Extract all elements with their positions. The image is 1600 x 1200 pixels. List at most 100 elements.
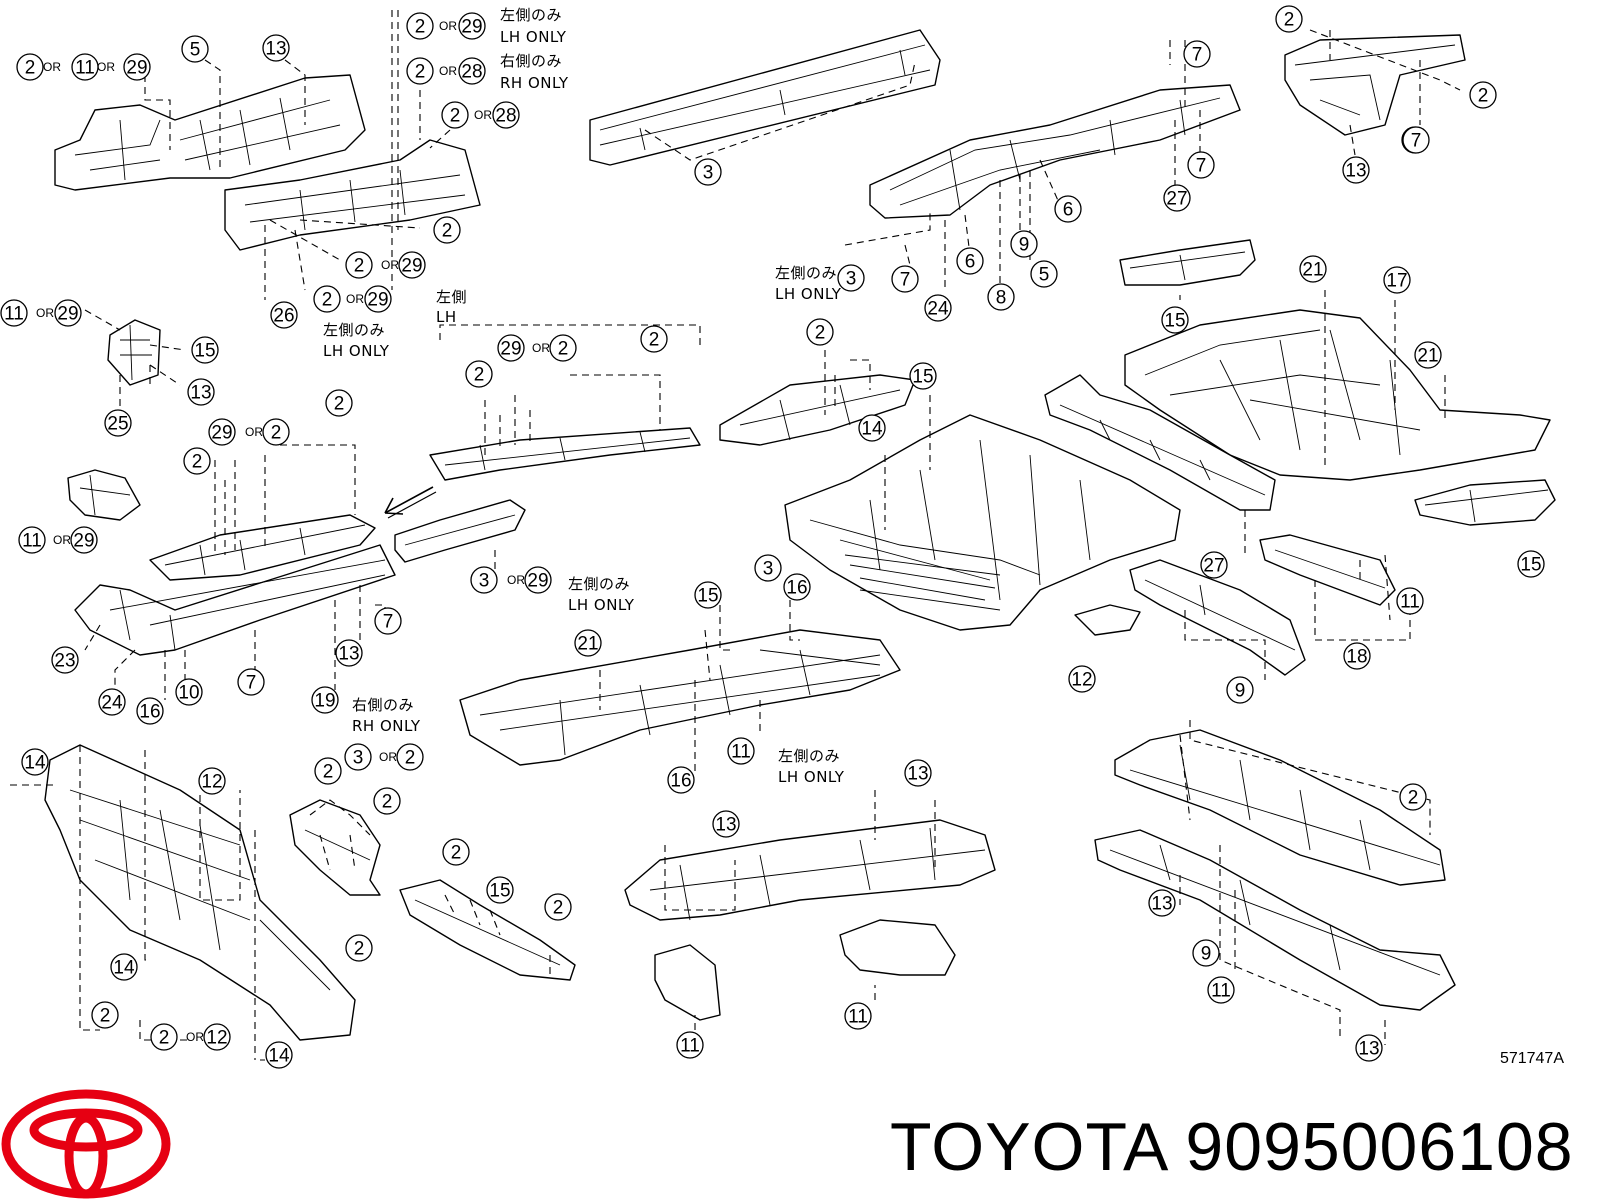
- callout-number: 2: [314, 757, 342, 785]
- or-label: OR: [379, 750, 397, 764]
- or-label: OR: [53, 533, 71, 547]
- callout-number: 24: [924, 294, 952, 322]
- note-lh-only-en: LH ONLY: [778, 768, 845, 786]
- callout-number: 15: [909, 362, 937, 390]
- callout-number: 2: [442, 838, 470, 866]
- svg-text:6: 6: [1063, 200, 1074, 221]
- svg-text:24: 24: [927, 299, 949, 320]
- callout-number: 14: [265, 1041, 293, 1069]
- note-lh-side-jp: 左側: [436, 288, 467, 306]
- callout-number: 13: [712, 810, 740, 838]
- or-label: OR: [97, 60, 115, 74]
- svg-text:11: 11: [1400, 592, 1420, 613]
- callout-number: 2: [325, 389, 353, 417]
- callout-number: 13: [335, 639, 363, 667]
- callout-number: 11: [71, 53, 99, 81]
- svg-text:2: 2: [100, 1006, 111, 1027]
- callout-number: 2: [465, 360, 493, 388]
- callout-number: 2: [91, 1001, 119, 1029]
- callout-number: 7: [891, 265, 919, 293]
- note-lh-only-jp: 左側のみ: [568, 575, 630, 593]
- callout-number: 2: [1399, 783, 1427, 811]
- svg-text:16: 16: [139, 702, 160, 723]
- callout-number: 9: [1010, 230, 1038, 258]
- svg-text:2: 2: [474, 365, 485, 386]
- callout-number: 2: [396, 743, 424, 771]
- callout-number: 11: [676, 1031, 704, 1059]
- svg-text:3: 3: [703, 163, 714, 184]
- svg-text:15: 15: [912, 367, 933, 388]
- callout-number: 6: [956, 247, 984, 275]
- svg-text:11: 11: [1211, 981, 1231, 1002]
- svg-text:11: 11: [4, 304, 24, 325]
- callout-number: 21: [1299, 255, 1327, 283]
- callout-number: 21: [1414, 341, 1442, 369]
- note-lh-only-en: LH ONLY: [775, 285, 842, 303]
- svg-text:5: 5: [1039, 265, 1050, 286]
- svg-text:14: 14: [113, 958, 135, 979]
- callout-number: 6: [1054, 195, 1082, 223]
- svg-text:3: 3: [846, 269, 857, 290]
- callout-number: 29: [524, 566, 552, 594]
- callout-number: 7: [1402, 126, 1430, 154]
- svg-text:2: 2: [322, 290, 333, 311]
- svg-text:2: 2: [354, 256, 365, 277]
- svg-text:7: 7: [1192, 45, 1203, 66]
- callout-number: 13: [187, 378, 215, 406]
- callout-number: 2: [549, 334, 577, 362]
- callout-number: 28: [458, 57, 486, 85]
- svg-text:13: 13: [190, 383, 211, 404]
- svg-text:29: 29: [527, 571, 548, 592]
- svg-text:2: 2: [25, 58, 36, 79]
- svg-text:13: 13: [338, 644, 359, 665]
- svg-text:3: 3: [763, 559, 774, 580]
- svg-text:14: 14: [861, 419, 883, 440]
- svg-text:29: 29: [461, 17, 482, 38]
- toyota-logo: [1, 1089, 171, 1199]
- svg-text:21: 21: [577, 634, 598, 655]
- callout-number: 29: [458, 12, 486, 40]
- or-label: OR: [439, 64, 457, 78]
- svg-text:2: 2: [323, 762, 334, 783]
- callout-number: 15: [694, 581, 722, 609]
- svg-text:25: 25: [107, 414, 128, 435]
- svg-text:9: 9: [1235, 681, 1246, 702]
- svg-text:13: 13: [1345, 161, 1366, 182]
- svg-text:29: 29: [500, 339, 521, 360]
- callout-number: 7: [237, 668, 265, 696]
- svg-text:29: 29: [401, 256, 422, 277]
- callout-number: 13: [262, 34, 290, 62]
- svg-text:12: 12: [201, 772, 222, 793]
- callout-number: 3: [470, 566, 498, 594]
- callout-number: 11: [1207, 976, 1235, 1004]
- diagram-code: 571747A: [1499, 1050, 1564, 1067]
- callout-number: 2: [345, 251, 373, 279]
- callout-number: 7: [1183, 40, 1211, 68]
- svg-text:11: 11: [22, 531, 42, 552]
- svg-text:27: 27: [1203, 556, 1224, 577]
- callout-number: 24: [98, 688, 126, 716]
- svg-text:29: 29: [367, 290, 388, 311]
- svg-text:15: 15: [1520, 555, 1541, 576]
- callout-number: 19: [311, 686, 339, 714]
- svg-text:29: 29: [126, 58, 147, 79]
- or-label: OR: [43, 60, 61, 74]
- callout-number: 16: [783, 573, 811, 601]
- svg-text:21: 21: [1417, 346, 1438, 367]
- callout-number: 2: [150, 1023, 178, 1051]
- svg-text:2: 2: [192, 452, 203, 473]
- or-label: OR: [474, 108, 492, 122]
- callout-number: 29: [123, 53, 151, 81]
- svg-text:11: 11: [731, 742, 751, 763]
- callout-number: 15: [1161, 306, 1189, 334]
- callout-number: 2: [1275, 5, 1303, 33]
- svg-text:2: 2: [1284, 10, 1295, 31]
- callout-number: 2: [406, 12, 434, 40]
- callouts: 2112951322922822822292292637772769586247…: [0, 5, 1545, 1069]
- svg-text:16: 16: [786, 578, 807, 599]
- brand-title: TOYOTA 9095006108: [890, 1109, 1574, 1185]
- callout-number: 5: [1030, 260, 1058, 288]
- note-rh-only-jp: 右側のみ: [352, 696, 414, 714]
- or-label: OR: [381, 258, 399, 272]
- note-lh-only-jp: 左側のみ: [778, 747, 840, 765]
